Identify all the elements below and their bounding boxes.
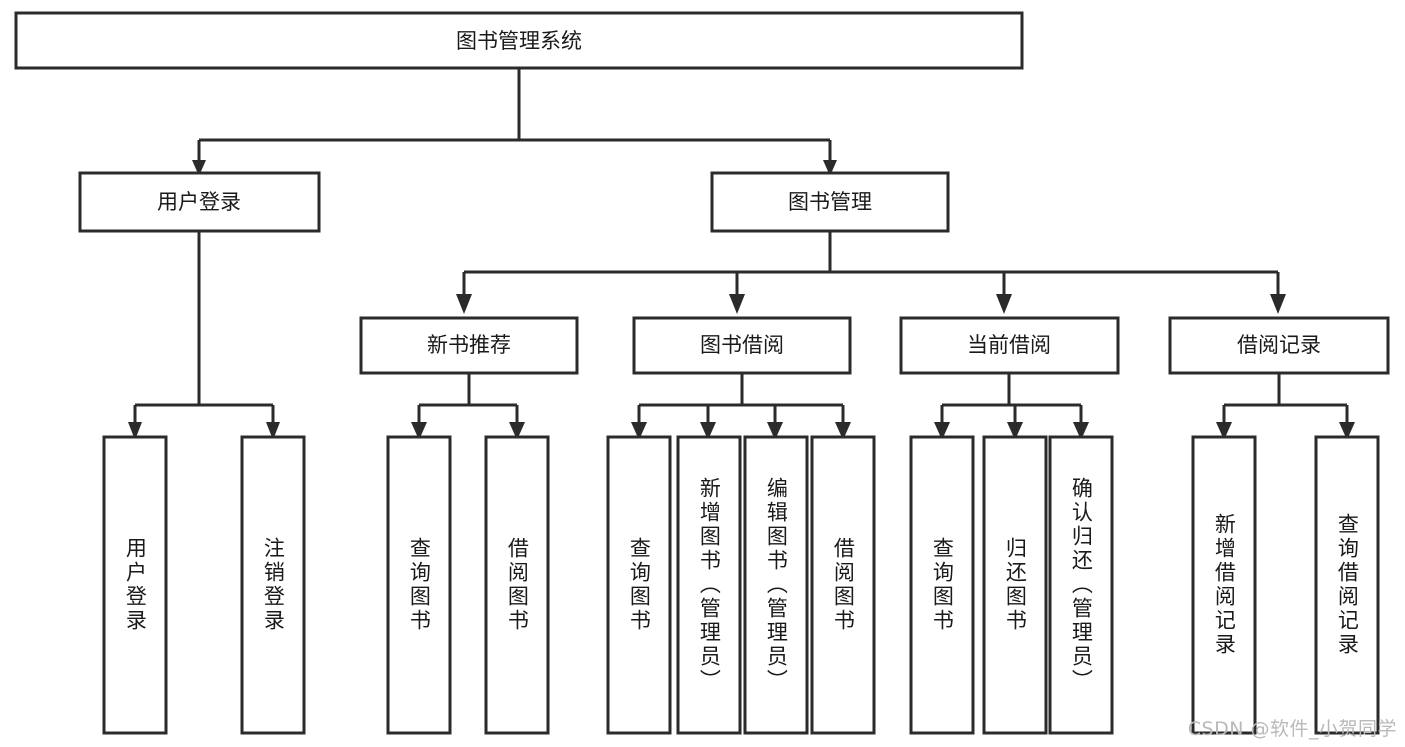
leaf-query-book-current-box[interactable]: [909, 435, 975, 735]
node-book-borrow-label: 图书借阅: [700, 333, 784, 357]
arrowhead-borrow-records: [1270, 294, 1286, 314]
connector-group-user-login: [128, 231, 280, 440]
node-book-borrow-box[interactable]: [632, 316, 852, 375]
arrowhead-current-borrow: [996, 294, 1012, 314]
node-user-login-box[interactable]: [78, 171, 321, 233]
leaf-user-logout-box[interactable]: [240, 435, 306, 735]
arrowhead-leaf-confirm-return-admin: [1073, 422, 1089, 440]
arrowhead-leaf-user-logout: [266, 422, 280, 440]
node-user-login-label: 用户登录: [157, 190, 241, 214]
leaf-edit-book-admin-box[interactable]: [743, 435, 809, 735]
node-root[interactable]: 图书管理系统: [14, 11, 1024, 70]
leaf-borrow-book-recommend-box[interactable]: [484, 435, 550, 735]
node-user-login[interactable]: 用户登录: [78, 171, 321, 233]
arrowhead-leaf-return-book: [1007, 422, 1023, 440]
arrowhead-user-login: [192, 160, 206, 176]
node-current-borrow-label: 当前借阅: [967, 333, 1051, 357]
leaf-return-book-box[interactable]: [982, 435, 1048, 735]
arrowhead-leaf-edit-book-admin: [767, 422, 783, 440]
connector-group-new-book-recommend: [411, 373, 525, 440]
arrowhead-leaf-query-book-borrow: [631, 422, 647, 440]
connector-group-borrow-records: [1216, 373, 1355, 440]
arrowhead-leaf-query-book-recommend: [411, 422, 427, 440]
connector-group-current-borrow: [934, 373, 1089, 440]
node-book-borrow[interactable]: 图书借阅: [632, 316, 852, 375]
node-borrow-records-label: 借阅记录: [1237, 333, 1321, 357]
node-root-label: 图书管理系统: [456, 29, 582, 53]
arrowhead-book-borrow: [729, 294, 745, 314]
node-current-borrow[interactable]: 当前借阅: [899, 316, 1120, 375]
node-borrow-records[interactable]: 借阅记录: [1168, 316, 1390, 375]
node-borrow-records-box[interactable]: [1168, 316, 1390, 375]
connector-group-book-manage: [456, 231, 1286, 314]
leaf-query-book-recommend-box[interactable]: [386, 435, 452, 735]
node-new-book-recommend-box[interactable]: [359, 316, 579, 375]
node-new-book-recommend[interactable]: 新书推荐: [359, 316, 579, 375]
arrowhead-leaf-add-borrow-record: [1216, 422, 1232, 440]
node-book-manage-box[interactable]: [710, 171, 950, 233]
node-new-book-recommend-label: 新书推荐: [427, 333, 511, 357]
leaf-confirm-return-admin-box[interactable]: [1048, 435, 1114, 735]
arrowhead-leaf-query-book-current: [934, 422, 950, 440]
csdn-watermark: CSDN @软件_小贺同学: [1187, 718, 1397, 740]
node-current-borrow-box[interactable]: [899, 316, 1120, 375]
arrowhead-leaf-borrow-book: [835, 422, 851, 440]
node-book-manage-label: 图书管理: [788, 190, 872, 214]
leaf-user-login-box[interactable]: [102, 435, 168, 735]
node-root-box[interactable]: [14, 11, 1024, 70]
connector-group-book-borrow: [631, 373, 851, 440]
node-book-manage[interactable]: 图书管理: [710, 171, 950, 233]
leaf-borrow-book-box[interactable]: [810, 435, 876, 735]
arrowhead-book-manage: [823, 160, 837, 176]
leaf-add-book-admin-box[interactable]: [676, 435, 742, 735]
leaf-query-book-borrow-box[interactable]: [606, 435, 672, 735]
arrowhead-leaf-borrow-book-recommend: [509, 422, 525, 440]
arrowhead-leaf-add-book-admin: [700, 422, 716, 440]
leaf-query-borrow-record-box[interactable]: [1314, 435, 1380, 735]
leaf-boxes: [102, 435, 1380, 735]
arrowhead-leaf-user-login: [128, 422, 142, 440]
connector-group-root: [192, 68, 837, 176]
leaf-add-borrow-record-box[interactable]: [1191, 435, 1257, 735]
arrowhead-leaf-query-borrow-record: [1339, 422, 1355, 440]
arrowhead-new-book-recommend: [456, 294, 472, 314]
